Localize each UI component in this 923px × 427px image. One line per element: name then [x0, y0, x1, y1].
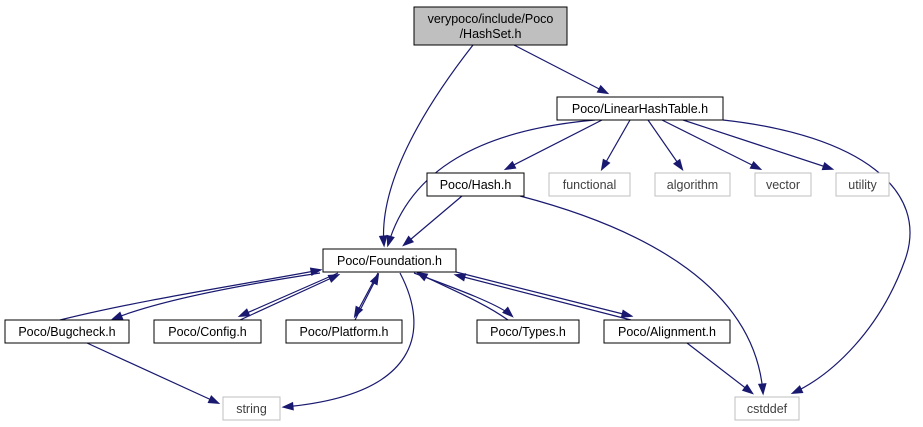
- edge-root-to-linear: [513, 44, 610, 95]
- edge-arrowhead-icon: [369, 272, 380, 286]
- edge-arrowhead-icon: [790, 385, 804, 395]
- edge-arrowhead-icon: [757, 383, 767, 396]
- edge-arrowhead-icon: [741, 383, 754, 395]
- node-label: Poco/Platform.h: [300, 325, 389, 339]
- edge-arrowhead-icon: [402, 235, 415, 247]
- node-label: Poco/Alignment.h: [618, 325, 716, 339]
- edge-platform-to-foundation: [354, 272, 380, 321]
- edge-arrowhead-icon: [207, 395, 221, 405]
- node-label: cstddef: [747, 402, 788, 416]
- node-box: [413, 6, 568, 46]
- node-box: [322, 248, 457, 273]
- edge-arrowhead-icon: [327, 273, 341, 283]
- edge-bugcheck-to-foundation: [59, 267, 323, 321]
- edge-arrowhead-icon: [620, 309, 634, 318]
- edge-arrowhead-icon: [110, 311, 124, 320]
- node-label: Poco/Types.h: [490, 325, 566, 339]
- node-string: string: [222, 396, 281, 421]
- node-label: Poco/Foundation.h: [337, 254, 442, 268]
- node-label: functional: [563, 178, 617, 192]
- node-types[interactable]: Poco/Types.h: [476, 319, 580, 344]
- edge-linear-to-vector: [661, 119, 763, 171]
- node-box: [548, 172, 631, 197]
- edge-linear-to-algorithm: [647, 119, 684, 172]
- node-box: [4, 319, 130, 344]
- node-label: utility: [848, 178, 877, 192]
- node-label: algorithm: [667, 178, 718, 192]
- edge-arrowhead-icon: [503, 160, 517, 171]
- edge-alignment-to-cstddef: [686, 342, 754, 395]
- node-label: Poco/LinearHashTable.h: [572, 102, 708, 116]
- edge-bugcheck-to-string: [86, 342, 221, 405]
- edge-arrowhead-icon: [596, 84, 610, 95]
- edge-alignment-to-foundation: [453, 273, 632, 321]
- edge-arrowhead-icon: [749, 160, 763, 171]
- edge-arrowhead-icon: [281, 401, 294, 411]
- node-box: [476, 319, 580, 344]
- edge-foundation-to-alignment: [455, 271, 634, 318]
- node-vector: vector: [754, 172, 812, 197]
- node-label: Poco/Hash.h: [440, 178, 512, 192]
- node-algorithm: algorithm: [654, 172, 731, 197]
- edge-foundation-to-string: [281, 272, 415, 411]
- node-label: Poco/Config.h: [168, 325, 247, 339]
- node-box: [734, 396, 800, 421]
- edge-hash-to-foundation: [402, 195, 463, 247]
- edge-arrowhead-icon: [309, 267, 323, 276]
- node-box: [222, 396, 281, 421]
- node-foundation[interactable]: Poco/Foundation.h: [322, 248, 457, 273]
- node-box: [603, 319, 731, 344]
- edge-hash-to-cstddef: [519, 195, 767, 396]
- edge-arrowhead-icon: [821, 161, 835, 171]
- node-label: vector: [766, 178, 800, 192]
- node-label: /HashSet.h: [460, 27, 522, 41]
- edge-arrowhead-icon: [237, 308, 251, 317]
- edge-linear-to-utility: [682, 119, 835, 171]
- edge-arrowhead-icon: [415, 271, 429, 282]
- node-platform[interactable]: Poco/Platform.h: [285, 319, 403, 344]
- node-box: [153, 319, 262, 344]
- edge-linear-to-hash: [503, 119, 603, 171]
- node-linear[interactable]: Poco/LinearHashTable.h: [556, 96, 724, 121]
- edge-arrowhead-icon: [502, 306, 514, 318]
- edge-foundation-to-config: [237, 272, 339, 317]
- node-label: Poco/Bugcheck.h: [18, 325, 115, 339]
- node-label: verypoco/include/Poco: [428, 12, 554, 26]
- edge-arrowhead-icon: [378, 235, 388, 248]
- edge-arrowhead-icon: [386, 234, 395, 248]
- node-box: [835, 172, 890, 197]
- node-hash[interactable]: Poco/Hash.h: [426, 172, 525, 197]
- edge-root-to-foundation: [378, 44, 474, 248]
- edge-foundation-to-bugcheck: [110, 272, 321, 320]
- node-alignment[interactable]: Poco/Alignment.h: [603, 319, 731, 344]
- node-label: string: [236, 402, 267, 416]
- edge-linear-to-cstddef: [722, 119, 911, 395]
- node-utility: utility: [835, 172, 890, 197]
- edges-layer: [59, 44, 911, 411]
- edge-linear-to-functional: [600, 119, 631, 172]
- node-box: [654, 172, 731, 197]
- node-bugcheck[interactable]: Poco/Bugcheck.h: [4, 319, 130, 344]
- node-box: [426, 172, 525, 197]
- node-box: [556, 96, 724, 121]
- node-functional: functional: [548, 172, 631, 197]
- node-cstddef: cstddef: [734, 396, 800, 421]
- edge-linear-to-foundation: [386, 119, 596, 248]
- edge-arrowhead-icon: [453, 273, 467, 282]
- edge-config-to-foundation: [239, 273, 341, 321]
- node-config[interactable]: Poco/Config.h: [153, 319, 262, 344]
- edge-arrowhead-icon: [673, 158, 684, 172]
- nodes-layer: verypoco/include/Poco/HashSet.hPoco/Line…: [4, 6, 890, 421]
- node-box: [285, 319, 403, 344]
- node-box: [754, 172, 812, 197]
- edge-types-to-foundation: [415, 271, 509, 321]
- node-root[interactable]: verypoco/include/Poco/HashSet.h: [413, 6, 568, 46]
- edge-arrowhead-icon: [600, 158, 611, 172]
